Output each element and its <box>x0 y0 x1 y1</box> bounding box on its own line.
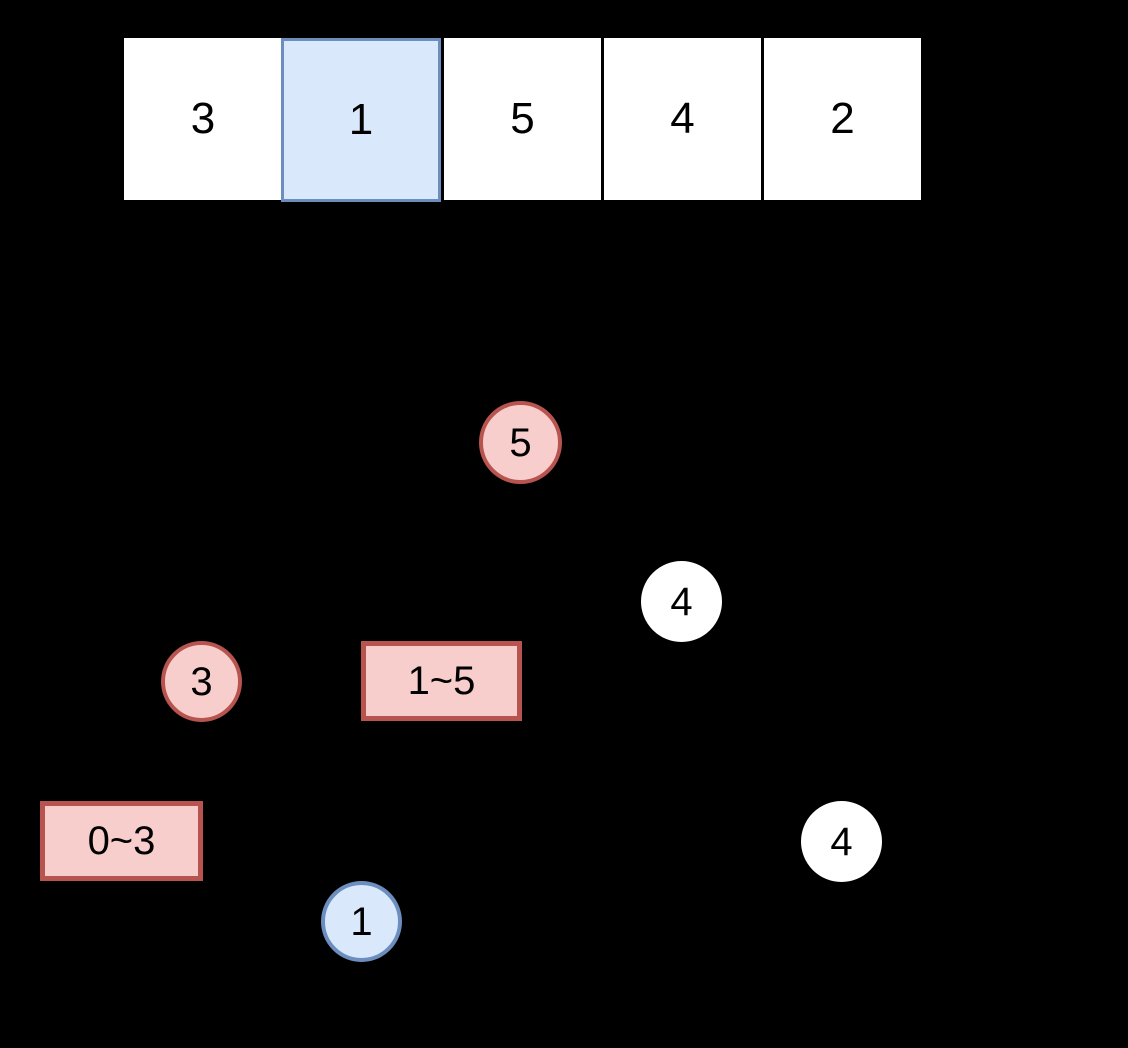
tree-node-circle-5[interactable]: 5 <box>479 401 562 484</box>
tree-node-circle-3[interactable]: 3 <box>161 641 242 722</box>
tree-node-circle-4-lower[interactable]: 4 <box>801 801 882 882</box>
tree-node-label: 4 <box>670 579 693 624</box>
array-cell-4[interactable]: 2 <box>764 38 921 200</box>
array-cell-value: 1 <box>348 95 374 144</box>
range-box-0-3[interactable]: 0~3 <box>40 801 203 881</box>
array-cell-value: 4 <box>670 94 695 143</box>
tree-node-label: 3 <box>190 659 213 704</box>
range-box-label: 0~3 <box>87 819 156 863</box>
array-cell-0[interactable]: 3 <box>124 38 282 200</box>
array-cell-2[interactable]: 5 <box>444 38 601 200</box>
range-box-label: 1~5 <box>407 659 476 703</box>
range-box-1-5[interactable]: 1~5 <box>361 641 522 721</box>
array-cell-value: 3 <box>190 94 216 143</box>
tree-node-circle-4-upper[interactable]: 4 <box>641 561 722 642</box>
tree-node-label: 5 <box>509 420 532 465</box>
array-cell-value: 2 <box>830 94 855 143</box>
array-cell-value: 5 <box>510 94 535 143</box>
array-cell-1[interactable]: 1 <box>281 38 441 202</box>
tree-node-label: 1 <box>350 899 373 944</box>
tree-node-label: 4 <box>830 819 853 864</box>
tree-node-circle-1[interactable]: 1 <box>321 881 402 962</box>
array-cell-3[interactable]: 4 <box>604 38 761 200</box>
